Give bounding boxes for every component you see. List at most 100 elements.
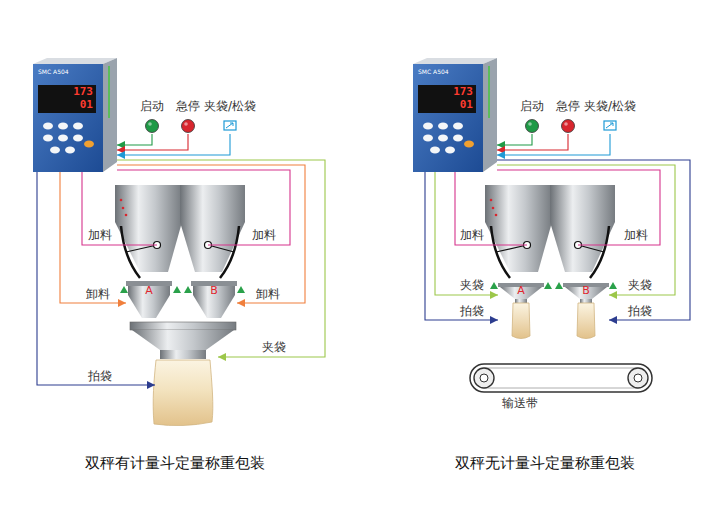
- signal-wire: [435, 172, 498, 295]
- signal-wires: [37, 160, 660, 385]
- feed-hopper-left-part: [220, 226, 239, 278]
- weighing-controller-shape: [33, 58, 117, 172]
- figure-caption: 双秤无计量斗定量称重包装: [395, 455, 695, 472]
- push-button: 启动: [518, 100, 546, 134]
- bag-clamp-switch-shape-part: [606, 123, 613, 128]
- arrowhead: [497, 146, 505, 154]
- arrowhead: [117, 151, 125, 159]
- node-label: SMC A504: [38, 69, 69, 76]
- arrowhead: [118, 299, 126, 307]
- signal-label: 卸料: [86, 288, 110, 301]
- arrowhead: [609, 316, 617, 324]
- figure-caption: 双秤有计量斗定量称重包装: [25, 455, 325, 472]
- signal-label: 加料: [460, 229, 484, 242]
- arrowhead: [490, 291, 498, 299]
- signal-wires-part: [82, 172, 157, 245]
- weighing-controller-shape-part: [108, 66, 110, 118]
- push-button: 急停: [174, 100, 202, 134]
- collecting-funnel-part: [130, 322, 236, 330]
- weighing-controller-shape-part: [103, 58, 117, 172]
- signal-wires-part: [497, 170, 660, 245]
- signal-label: 卸料: [256, 288, 280, 301]
- conveyor-belt-shape-part: [475, 368, 647, 388]
- bag-clamp-switch: 夹袋/松袋: [200, 100, 260, 134]
- weigh-hopper: B: [191, 281, 237, 319]
- feed-hopper-left-part: [180, 185, 245, 272]
- sensor-marks-part: [490, 282, 498, 289]
- node-label: 急停: [176, 100, 200, 113]
- bag-clamp-hopper-shape-part: [577, 303, 595, 339]
- weighing-controller-shape-part: [438, 135, 448, 142]
- node-label: 输送带: [502, 397, 538, 410]
- feed-hopper-left-part: [121, 226, 140, 278]
- sensor-marks-part: [237, 286, 245, 293]
- conveyor-belt-shape-part: [474, 368, 494, 388]
- feed-hopper-right-part: [485, 185, 552, 272]
- signal-wire: [117, 134, 152, 145]
- weighing-controller-shape-part: [453, 135, 463, 142]
- conveyor-belt-shape-part: [634, 374, 642, 382]
- push-button: 启动: [138, 100, 166, 134]
- weighing-controller-shape-part: [33, 58, 117, 64]
- sensor-marks-part: [184, 286, 192, 293]
- weighing-controller-shape-part: [423, 123, 433, 130]
- weighing-controller-shape-part: [65, 147, 75, 154]
- feed-hopper-right-part: [495, 214, 498, 217]
- arrowhead: [490, 316, 498, 324]
- signal-label: 加料: [88, 229, 112, 242]
- sensor-marks-part: [555, 282, 563, 289]
- weighing-controller-shape-part: [453, 123, 463, 130]
- signal-label: 拍袋: [88, 370, 112, 383]
- signal-wire: [497, 165, 675, 295]
- collecting-funnel-part: [160, 350, 206, 359]
- push-button-shape-part: [146, 120, 159, 133]
- arrowhead: [117, 141, 125, 149]
- weighing-controller-shape-part: [73, 123, 83, 130]
- node-label: SMC A504: [418, 69, 449, 76]
- bag-clamp-hopper: B: [563, 283, 609, 341]
- bag-clamp-hopper: A: [498, 283, 544, 341]
- bag-clamp-switch: 夹袋/松袋: [580, 100, 640, 134]
- signal-wires-part: [455, 172, 527, 245]
- conveyor-belt-shape-part: [628, 368, 648, 388]
- weighing-controller-shape-part: [413, 58, 497, 64]
- push-button-shape-part: [526, 120, 539, 133]
- node-label: B: [563, 285, 609, 297]
- wire-arrowheads-part: [218, 353, 226, 361]
- display-value: 173: [437, 86, 473, 98]
- sensor-marks-part: [544, 282, 552, 289]
- signal-label: 夹袋: [460, 279, 484, 292]
- sensor-marks-part: [120, 286, 128, 293]
- weighing-controller-shape-part: [43, 135, 53, 142]
- feed-hopper-right: [485, 185, 615, 278]
- bag-clamp-hopper-shape-part: [515, 299, 527, 303]
- collecting-funnel: [130, 322, 236, 359]
- weighing-controller-shape-part: [73, 135, 83, 142]
- wire-arrowheads-part: [147, 381, 155, 389]
- weighing-controller-shape-part: [464, 141, 474, 148]
- weighing-controller: SMC A50417301: [33, 58, 117, 172]
- signal-wire: [117, 165, 305, 303]
- node-label: 启动: [520, 100, 544, 113]
- arrowhead: [497, 141, 505, 149]
- signal-wire: [497, 134, 568, 150]
- push-button-shape-part: [528, 122, 532, 126]
- signal-wires-part: [37, 172, 155, 385]
- packing-bag: [153, 360, 213, 426]
- signal-label: 加料: [624, 229, 648, 242]
- arrowhead: [237, 299, 245, 307]
- collecting-funnel-part: [132, 330, 234, 350]
- sensor-marks-part: [173, 286, 181, 293]
- feed-hopper-left-part: [120, 199, 123, 202]
- conveyor-belt-shape-part: [470, 364, 652, 392]
- feed-hopper-right-part: [491, 226, 510, 278]
- feed-hopper-left-part: [125, 214, 128, 217]
- bag-clamp-switch-shape-part: [226, 123, 233, 128]
- signal-label: 夹袋: [262, 341, 286, 354]
- conveyor-belt: 输送带: [468, 362, 654, 412]
- weighing-controller-shape-part: [445, 147, 455, 154]
- push-button-shape-part: [564, 122, 568, 126]
- packing-bag-part: [153, 360, 213, 426]
- signal-label: 拍袋: [460, 305, 484, 318]
